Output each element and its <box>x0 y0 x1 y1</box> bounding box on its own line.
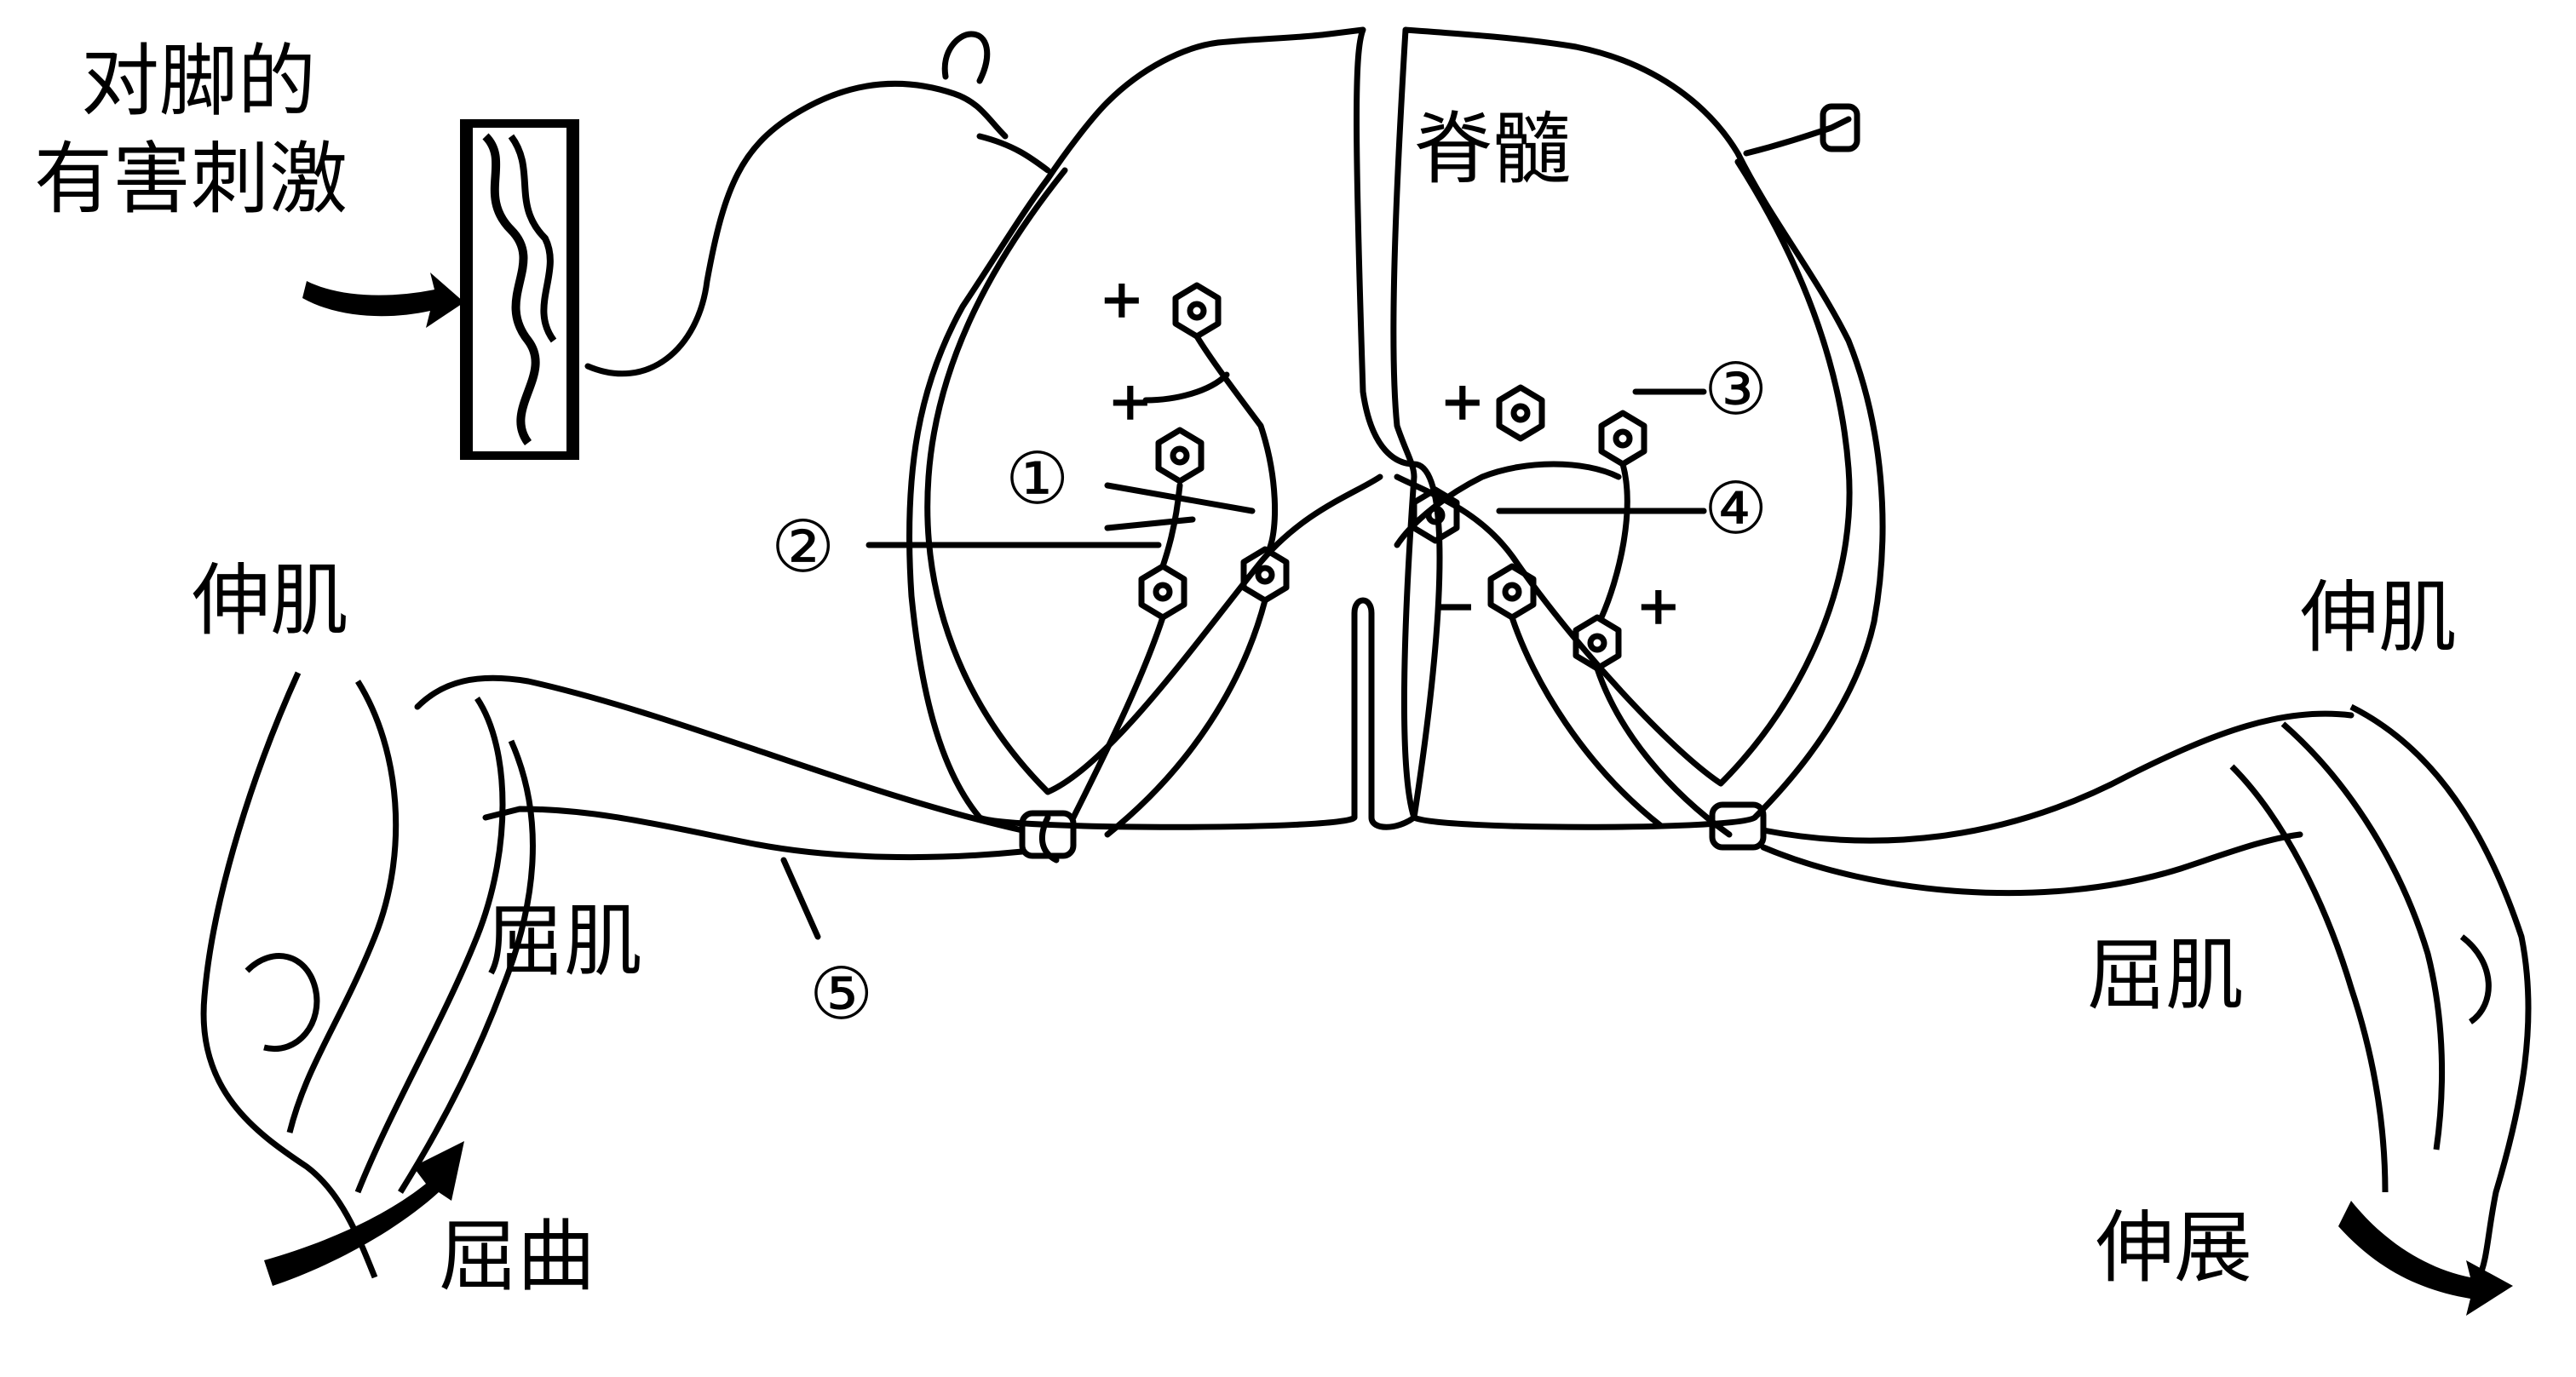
minus-sign-1: − <box>1431 574 1477 638</box>
spinal-cord-label: 脊髓 <box>1414 104 1572 195</box>
marker-5-leader <box>780 857 821 940</box>
left-flexor-label: 屈肌 <box>486 896 643 987</box>
motor-nerve-right-lower <box>1760 831 2303 897</box>
dorsal-root-right-cap <box>1820 103 1860 152</box>
left-muscles <box>200 671 536 1279</box>
marker-4: ④ <box>1704 467 1768 550</box>
motor-nerve-right-upper <box>1760 710 2355 844</box>
dorsal-root-ganglion <box>941 31 991 84</box>
plus-sign-4: + <box>1636 574 1682 638</box>
spinal-cord-right-half <box>1390 26 1886 830</box>
stimulus-label-line2: 有害刺激 <box>34 134 348 225</box>
left-action-label: 屈曲 <box>439 1211 596 1302</box>
motor-nerve-left-upper <box>414 674 1026 834</box>
right-action-label: 伸展 <box>2096 1202 2253 1294</box>
ventral-root-left-cap <box>1019 810 1077 859</box>
stimulus-arrow <box>302 273 464 328</box>
left-extensor-label: 伸肌 <box>192 555 349 646</box>
left-neurons <box>1070 282 1290 838</box>
right-flexor-label: 屈肌 <box>2087 930 2245 1021</box>
plus-sign-3: + <box>1440 370 1486 433</box>
right-muscles <box>2229 703 2532 1279</box>
right-extension-arrow <box>2338 1201 2513 1316</box>
marker-3: ③ <box>1704 347 1768 431</box>
dorsal-root-left <box>976 133 1051 174</box>
marker-5: ⑤ <box>809 952 874 1036</box>
left-flexion-arrow <box>264 1141 464 1286</box>
marker-1-leader <box>1104 482 1256 514</box>
marker-2: ② <box>771 505 836 588</box>
ventral-root-right-cap <box>1709 801 1767 851</box>
plus-sign-2: + <box>1107 370 1153 433</box>
right-extensor-label: 伸肌 <box>2300 572 2458 663</box>
sensory-nerve <box>584 80 1009 377</box>
motor-nerve-left-lower <box>482 806 1026 861</box>
gray-matter-right <box>1394 158 1853 787</box>
skin-block <box>460 119 579 460</box>
spinal-cord-outline <box>906 26 1443 830</box>
gray-matter-left <box>924 167 1383 795</box>
stimulus-label-line1: 对脚的 <box>81 36 317 127</box>
plus-sign-1: + <box>1099 267 1145 331</box>
dorsal-root-right <box>1743 116 1852 157</box>
marker-1: ① <box>1005 437 1070 520</box>
